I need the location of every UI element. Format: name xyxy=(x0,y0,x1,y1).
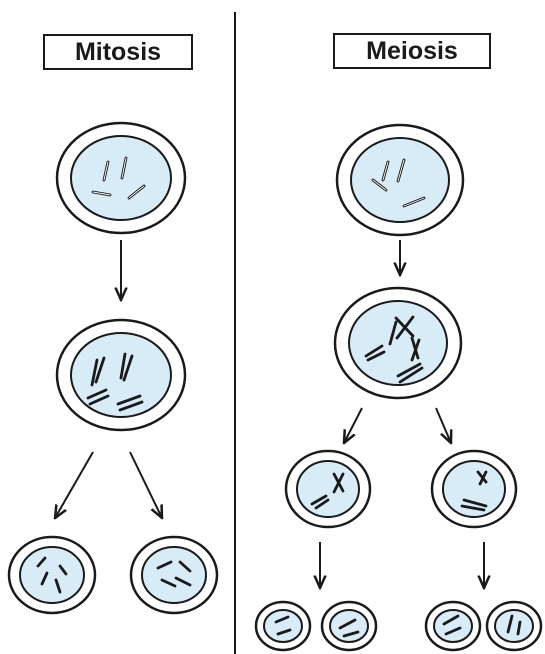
gamete-cell-2 xyxy=(320,600,378,652)
gamete-cell-3 xyxy=(424,600,482,652)
gamete-cell-4 xyxy=(485,600,543,652)
chromosome xyxy=(516,620,522,636)
mitosis-daughter-cell-left xyxy=(7,535,97,615)
chromosomes xyxy=(91,156,146,200)
arrow-down-left xyxy=(344,407,363,443)
arrow-down-left xyxy=(55,451,94,518)
arrow-down-right xyxy=(129,451,162,518)
chromosome xyxy=(506,614,514,634)
meiosis-parent-cell xyxy=(335,123,465,237)
mitosis-label: Mitosis xyxy=(43,34,193,70)
duplicated-chromosomes xyxy=(364,315,424,384)
chromosome xyxy=(442,614,460,626)
meiosis-i-cell-right xyxy=(430,449,518,529)
chromosome xyxy=(274,615,290,624)
meiosis-label: Meiosis xyxy=(333,33,491,69)
meiosis-i-cell-left xyxy=(284,449,372,529)
meiosis-duplicated-cell xyxy=(333,286,463,400)
chromosomes xyxy=(36,556,68,594)
chromosome xyxy=(338,618,357,630)
mitosis-duplicated-cell xyxy=(55,318,187,432)
duplicated-chromosomes xyxy=(86,352,144,412)
chromosome xyxy=(276,628,292,636)
chromosomes xyxy=(310,472,345,510)
chromosomes xyxy=(156,560,192,588)
mitosis-parent-cell xyxy=(55,121,187,235)
chromosomes xyxy=(460,470,488,512)
chromosomes xyxy=(371,158,426,208)
gamete-cell-1 xyxy=(254,600,312,652)
chromosome xyxy=(444,626,462,636)
chromosome xyxy=(342,630,360,638)
arrow-down-right xyxy=(435,407,451,443)
mitosis-daughter-cell-right xyxy=(129,535,219,615)
